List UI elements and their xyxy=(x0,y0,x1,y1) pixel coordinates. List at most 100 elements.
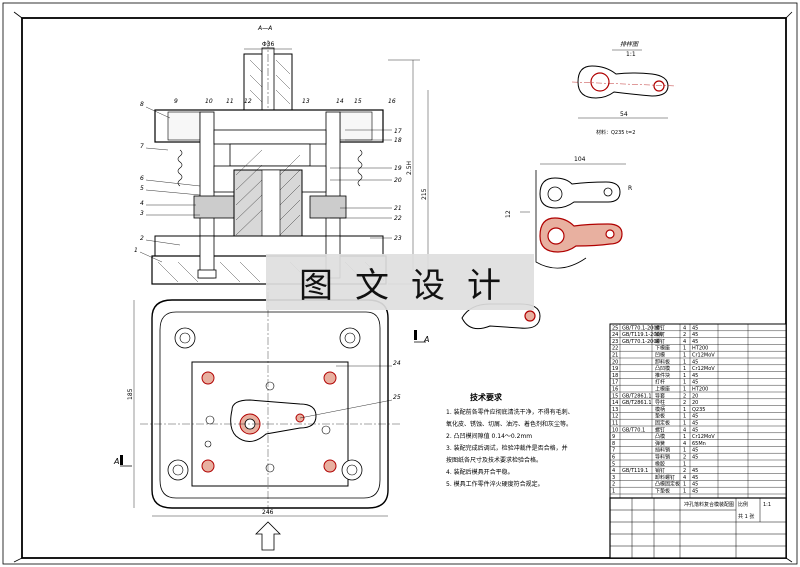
bom-cell: 2 xyxy=(683,468,686,474)
bom-cell: 橡胶 xyxy=(655,460,665,467)
hatch-upper-right xyxy=(339,111,373,141)
bom-cell: 45 xyxy=(692,380,698,386)
strip-hole-4 xyxy=(605,229,615,239)
part-number: 7 xyxy=(140,143,144,150)
part-number: 24 xyxy=(393,360,401,367)
bom-cell: 上模座 xyxy=(655,386,670,393)
bom-cell: 推件块 xyxy=(655,372,670,379)
bom-cell: 弹簧 xyxy=(655,440,665,447)
blank-outline xyxy=(230,399,317,442)
tech-req-line: 5. 模具工作零件淬火硬度符合规定。 xyxy=(446,480,544,488)
bom-cell: Q235 xyxy=(692,407,705,413)
bom-cell: 65Mn xyxy=(692,441,706,447)
section-arrows xyxy=(120,341,426,467)
bom-cell: 20 xyxy=(692,400,698,406)
bom-cell: 45 xyxy=(692,332,698,338)
bom-cell: 打杆 xyxy=(655,379,665,386)
bom-cell: 45 xyxy=(692,475,698,481)
part-material-note: 材料：Q235 t=2 xyxy=(596,129,635,136)
bom-cell: GB/T70.1-2000 xyxy=(622,325,660,331)
part-big-hole xyxy=(590,72,610,92)
part-number: 13 xyxy=(302,98,310,105)
bom-cell: GB/T70.1 xyxy=(622,427,645,433)
tech-req-line: 4. 装配后模具开合平稳。 xyxy=(446,468,514,476)
bom-cell: 20 xyxy=(692,393,698,399)
part-numbers-top: 9 10 11 12 13 14 15 16 xyxy=(174,98,396,105)
tech-req-line: 1. 装配前各零件应彻底清洗干净，不得有毛刺、 xyxy=(446,408,574,416)
bom-cell: GB/T119.1-2000 xyxy=(622,332,663,338)
bom-cell: 1 xyxy=(683,434,686,440)
bom-cell: 2 xyxy=(683,332,686,338)
bom-cell: 销钉 xyxy=(655,331,665,338)
bom-cell: 4 xyxy=(683,427,686,433)
bom-cell: 45 xyxy=(692,482,698,488)
bom-cell: 卸料板 xyxy=(655,358,670,365)
scale-value: 1:1 xyxy=(763,502,771,508)
bom-cell: 1 xyxy=(683,448,686,454)
strip-blank-2 xyxy=(539,217,623,253)
part-number: 5 xyxy=(140,185,144,192)
bom-cell: 45 xyxy=(692,325,698,331)
bom-cell: 12 xyxy=(612,414,618,420)
part-number: 2 xyxy=(140,235,144,242)
bom-cell: 1 xyxy=(683,380,686,386)
section-title: A—A xyxy=(257,25,272,32)
bom-cell: 7 xyxy=(612,448,615,454)
bom-cell: 45 xyxy=(692,373,698,379)
part-number: 10 xyxy=(205,98,213,105)
bom-cell: 45 xyxy=(692,448,698,454)
bom-cell: 45 xyxy=(692,468,698,474)
leader-25 xyxy=(299,399,393,419)
tech-req-line: 2. 凸凹模间隙值 0.14～0.2mm xyxy=(446,432,532,440)
bom-cell: 2 xyxy=(683,455,686,461)
bom-cell: 1 xyxy=(683,366,686,372)
bom-cell: 10 xyxy=(612,427,618,433)
part-number: 14 xyxy=(336,98,344,105)
bom-cell: 螺钉 xyxy=(655,338,665,345)
bom-cell: 1 xyxy=(683,407,686,413)
bom-cell: 4 xyxy=(683,339,686,345)
part-number: 22 xyxy=(394,215,402,222)
dim-shank-dia: Φ36 xyxy=(262,41,275,48)
strip-hole-1 xyxy=(547,186,563,202)
dim-width: 246 xyxy=(262,509,274,516)
part-number: 8 xyxy=(140,101,144,108)
part-number: 18 xyxy=(394,137,402,144)
tech-req-heading: 技术要求 xyxy=(470,392,503,402)
bom-cell: 凸凹模 xyxy=(655,365,670,372)
punch-holder xyxy=(229,143,311,167)
dim-total-height: 2.5H xyxy=(406,161,413,175)
rubber-right xyxy=(309,195,347,219)
strip-dim-length: 104 xyxy=(574,156,586,163)
lower-plate xyxy=(154,235,384,257)
strip-blank-1 xyxy=(539,177,621,209)
part-number: 20 xyxy=(394,177,402,184)
bom-cell: 1 xyxy=(683,387,686,393)
tech-req-line: 按图纸各尺寸及技术要求检验合格。 xyxy=(446,456,542,464)
bom-cell: 20 xyxy=(612,359,618,365)
bom-cell: 19 xyxy=(612,366,618,372)
bom-cell: 螺钉 xyxy=(655,324,665,331)
leaders-left xyxy=(139,106,201,263)
bom-cell: 1 xyxy=(683,421,686,427)
part-number: 15 xyxy=(354,98,362,105)
strip-dim-height: 12 xyxy=(505,210,512,218)
bom-cell: 23 xyxy=(612,339,618,345)
bom-cell: 1 xyxy=(683,489,686,495)
leaders-right xyxy=(330,129,392,239)
part-numbers-right: 17 18 19 20 21 22 23 xyxy=(394,128,402,242)
part-number: 4 xyxy=(140,200,144,207)
bom-cell: 1 xyxy=(683,353,686,359)
bom-cell: 11 xyxy=(612,421,618,427)
hatch-upper-left xyxy=(167,111,201,141)
bom-cell: 24 xyxy=(612,332,618,338)
part-center-line xyxy=(571,81,677,87)
part-number: 6 xyxy=(140,175,144,182)
rubber-left xyxy=(193,195,235,219)
part-small-hole xyxy=(653,80,665,92)
bom-cell: 凹模 xyxy=(655,352,665,359)
guide-hole-bl-inner xyxy=(172,464,184,476)
punch-core xyxy=(261,169,281,243)
bom-cell: 1 xyxy=(683,461,686,467)
bom-cell: 2 xyxy=(683,400,686,406)
